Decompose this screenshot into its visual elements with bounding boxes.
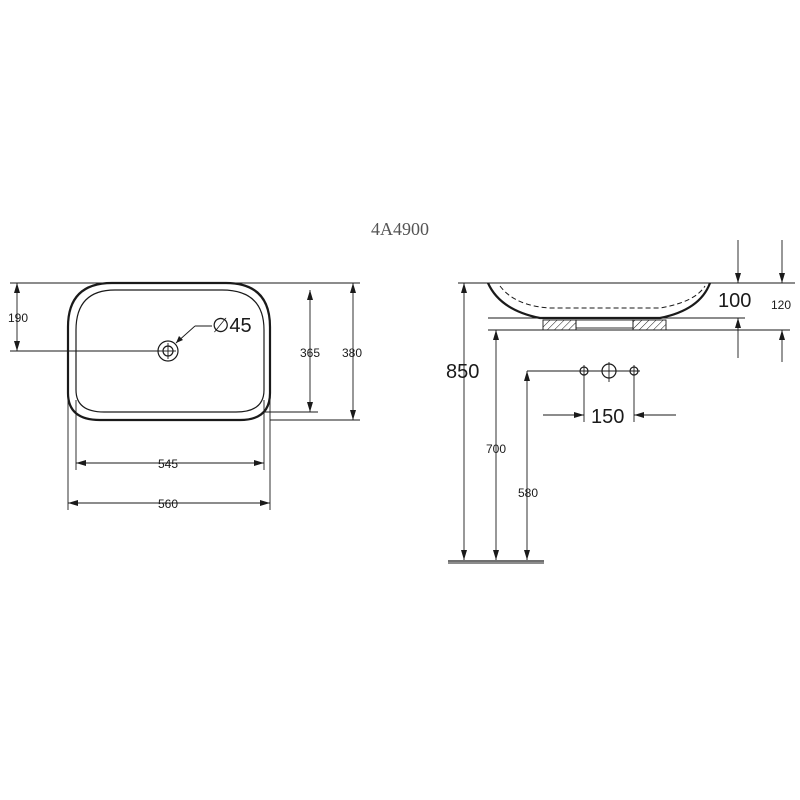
- basin-outer-outline: [66, 281, 272, 422]
- basin-profile: [486, 282, 712, 320]
- dim-label-365: 365: [300, 346, 320, 360]
- dim-label-700: 700: [486, 442, 506, 456]
- plan-view: ∅45 190 365 380 545 560: [8, 281, 362, 511]
- dim-label-100: 100: [718, 290, 751, 312]
- dim-label-580: 580: [518, 486, 538, 500]
- model-code-label: 4A4900: [371, 219, 429, 239]
- drain-diameter-label: ∅45: [212, 315, 252, 337]
- dim-label-150: 150: [591, 406, 624, 428]
- basin-inner-outline: [75, 289, 265, 413]
- dim-label-850: 850: [446, 361, 479, 383]
- side-view: 100 120 850 700 580: [446, 240, 795, 564]
- dim-label-190: 190: [8, 311, 28, 325]
- dim-label-380: 380: [342, 346, 362, 360]
- tap-connection-center: [600, 362, 618, 382]
- dim-label-120: 120: [771, 298, 791, 312]
- mount-right: [632, 319, 667, 331]
- tap-connection-left: [579, 365, 589, 378]
- dim-label-545: 545: [158, 457, 178, 471]
- drain-housing: [575, 319, 634, 329]
- drain-symbol: [157, 340, 179, 362]
- basin-inner-dashed: [499, 285, 706, 309]
- tap-connection-right: [629, 365, 639, 378]
- mount-left: [542, 319, 577, 331]
- dim-label-560: 560: [158, 497, 178, 511]
